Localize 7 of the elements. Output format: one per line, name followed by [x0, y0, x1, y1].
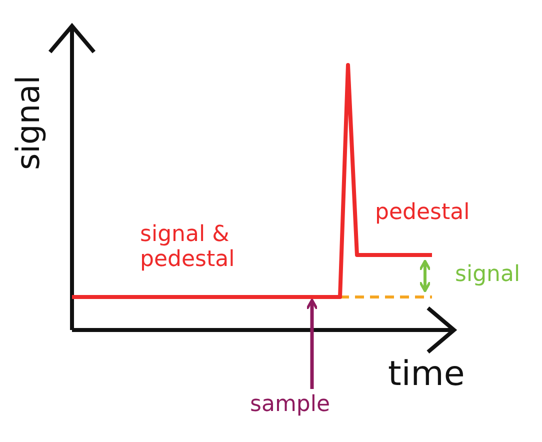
axis-label: signal — [10, 75, 47, 170]
curve-label: pedestal — [375, 200, 470, 226]
callout-text: sample — [250, 392, 330, 418]
axis-label: time — [388, 355, 465, 394]
dimension-label: signal — [455, 262, 520, 288]
arrow — [306, 298, 318, 389]
curve-label: signal & pedestal — [140, 222, 236, 273]
